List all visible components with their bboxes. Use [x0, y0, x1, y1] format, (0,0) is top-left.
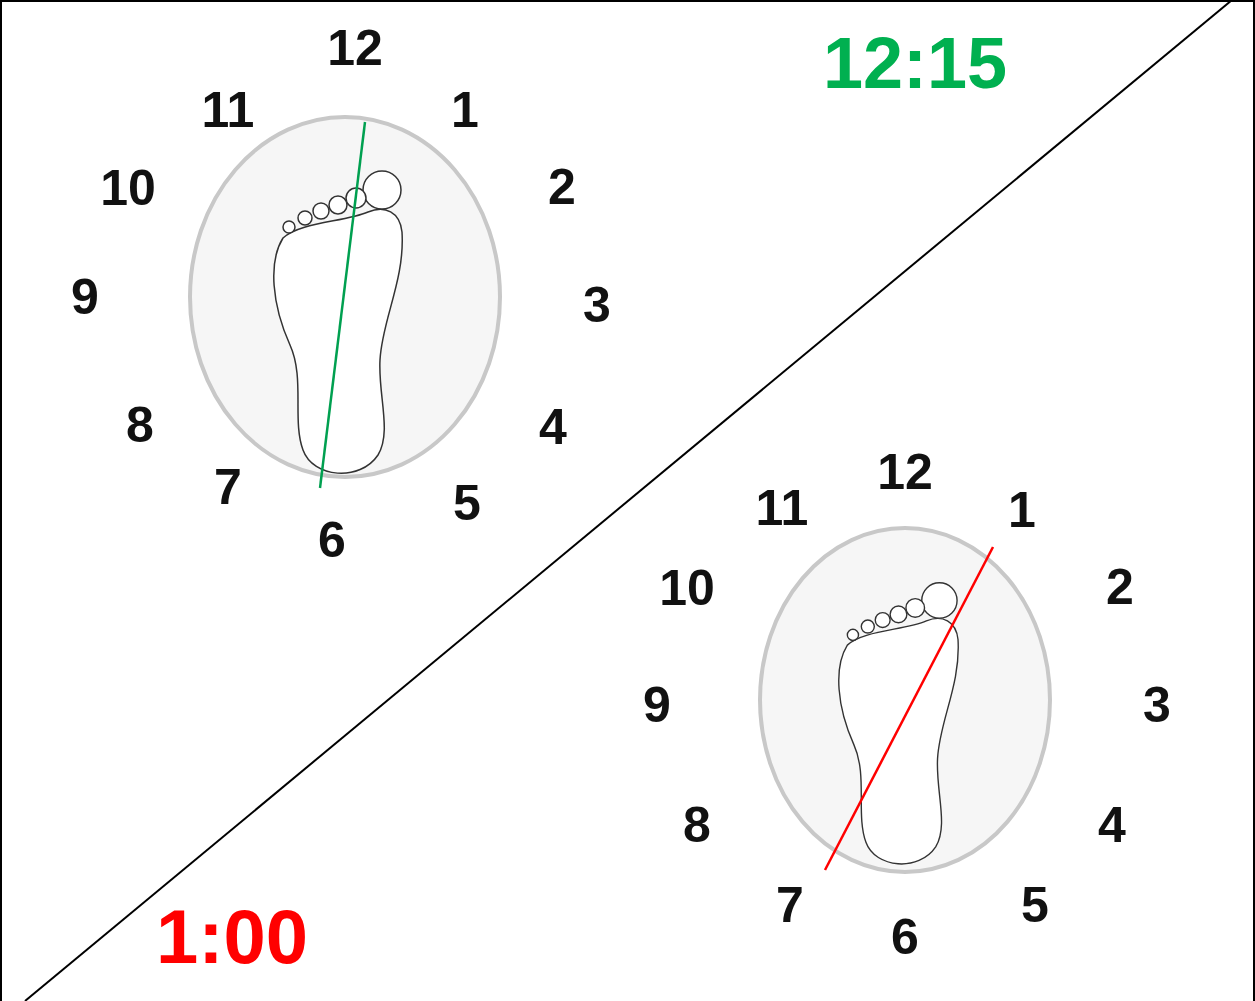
foot-clock-top [190, 117, 500, 488]
clock-number: 9 [643, 680, 671, 730]
clock-number: 8 [126, 400, 154, 450]
clock-number: 10 [100, 163, 156, 213]
clock-number: 3 [583, 280, 611, 330]
clock-number: 4 [539, 402, 567, 452]
clock-number: 8 [683, 800, 711, 850]
clock-number: 7 [214, 462, 242, 512]
foot-clock-bottom [760, 528, 1050, 872]
foot-axis-line [825, 547, 993, 870]
time-label: 12:15 [823, 27, 1007, 99]
clock-number: 6 [318, 515, 346, 565]
clock-number: 11 [202, 85, 255, 135]
clock-number: 5 [453, 478, 481, 528]
clock-number: 12 [877, 447, 933, 497]
time-label: 1:00 [156, 899, 308, 975]
oval [190, 117, 500, 477]
clock-number: 12 [327, 23, 383, 73]
clock-number: 6 [891, 912, 919, 962]
clock-number: 2 [548, 162, 576, 212]
clock-number: 3 [1143, 680, 1171, 730]
clock-number: 1 [1008, 485, 1036, 535]
clock-number: 2 [1106, 562, 1134, 612]
clock-number: 1 [451, 85, 479, 135]
clock-number: 10 [659, 563, 715, 613]
oval [760, 528, 1050, 872]
clock-number: 5 [1021, 880, 1049, 930]
clock-number: 9 [71, 272, 99, 322]
clock-number: 11 [756, 483, 809, 533]
divider-line [25, 0, 1232, 1001]
foot-outline [839, 583, 958, 864]
foot-outline [274, 171, 402, 473]
clock-number: 7 [776, 880, 804, 930]
clock-number: 4 [1098, 800, 1126, 850]
foot-axis-line [320, 122, 365, 488]
